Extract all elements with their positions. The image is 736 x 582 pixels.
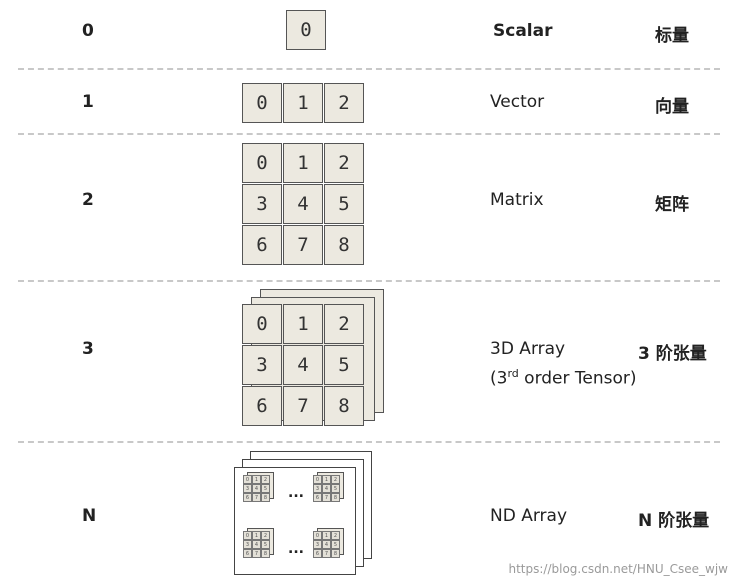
cn-scalar: 标量 <box>655 26 689 46</box>
tensor-cell: 3 <box>242 345 282 385</box>
name-scalar: Scalar <box>493 21 553 41</box>
nd-mini-cell: 5 <box>261 540 270 549</box>
matrix-cell: 8 <box>324 225 364 265</box>
nd-mini-cell: 0 <box>313 475 322 484</box>
scalar-cell: 0 <box>286 10 326 50</box>
matrix-cell: 5 <box>324 184 364 224</box>
nd-mini-cell: 6 <box>313 493 322 502</box>
nd-mini-cell: 1 <box>322 475 331 484</box>
nd-mini-cell: 6 <box>313 549 322 558</box>
matrix-cell: 3 <box>242 184 282 224</box>
nd-mini-cell: 5 <box>331 484 340 493</box>
nd-mini-cell: 7 <box>252 493 261 502</box>
rank-3: 3 <box>82 339 94 359</box>
nd-mini-cell: 2 <box>261 531 270 540</box>
matrix-cell: 4 <box>283 184 323 224</box>
ellipsis: ... <box>288 485 304 501</box>
rank-n: N <box>82 506 97 526</box>
nd-mini-cell: 4 <box>252 484 261 493</box>
cn-nd: N 阶张量 <box>638 511 710 531</box>
nd-mini-cell: 2 <box>331 475 340 484</box>
cn-matrix: 矩阵 <box>655 195 689 215</box>
name-nd-array: ND Array <box>490 506 567 526</box>
nd-mini-cell: 7 <box>252 549 261 558</box>
nd-mini-cell: 1 <box>252 531 261 540</box>
tensor-cell: 0 <box>242 304 282 344</box>
matrix-cell: 1 <box>283 143 323 183</box>
nd-mini-cell: 5 <box>331 540 340 549</box>
vector-cell: 0 <box>242 83 282 123</box>
name-vector: Vector <box>490 92 545 112</box>
matrix-cell: 0 <box>242 143 282 183</box>
nd-mini-cell: 7 <box>322 549 331 558</box>
tensor-cell: 5 <box>324 345 364 385</box>
rank-0: 0 <box>82 21 94 41</box>
nd-mini-cell: 3 <box>313 540 322 549</box>
vector-cell: 1 <box>283 83 323 123</box>
nd-mini-cell: 1 <box>322 531 331 540</box>
nd-mini-cell: 7 <box>322 493 331 502</box>
row-divider <box>18 133 720 135</box>
cn-3d: 3 阶张量 <box>638 344 707 364</box>
nd-mini-cell: 2 <box>261 475 270 484</box>
tensor-cell: 6 <box>242 386 282 426</box>
tensor-cell: 2 <box>324 304 364 344</box>
name-matrix: Matrix <box>490 190 544 210</box>
tensor-cell: 1 <box>283 304 323 344</box>
watermark: https://blog.csdn.net/HNU_Csee_wjw <box>508 562 728 576</box>
rank-2: 2 <box>82 190 94 210</box>
name-3d-array: 3D Array <box>490 339 566 359</box>
nd-mini-cell: 3 <box>243 540 252 549</box>
nd-mini-cell: 8 <box>261 493 270 502</box>
nd-mini-cell: 4 <box>252 540 261 549</box>
tensor-cell: 8 <box>324 386 364 426</box>
nd-mini-cell: 8 <box>331 493 340 502</box>
nd-mini-cell: 3 <box>313 484 322 493</box>
nd-mini-cell: 6 <box>243 493 252 502</box>
nd-mini-cell: 5 <box>261 484 270 493</box>
nd-mini-cell: 3 <box>243 484 252 493</box>
row-divider <box>18 68 720 70</box>
matrix-cell: 6 <box>242 225 282 265</box>
nd-mini-cell: 4 <box>322 540 331 549</box>
matrix-cell: 7 <box>283 225 323 265</box>
ellipsis: ... <box>288 541 304 557</box>
row-divider <box>18 441 720 443</box>
nd-mini-cell: 0 <box>313 531 322 540</box>
nd-mini-cell: 2 <box>331 531 340 540</box>
nd-mini-cell: 8 <box>261 549 270 558</box>
rank-1: 1 <box>82 92 94 112</box>
vector-cell: 2 <box>324 83 364 123</box>
matrix-cell: 2 <box>324 143 364 183</box>
tensor-cell: 7 <box>283 386 323 426</box>
nd-mini-cell: 6 <box>243 549 252 558</box>
name-3rd-order-tensor: (3rd order Tensor) <box>490 367 637 389</box>
nd-mini-cell: 0 <box>243 531 252 540</box>
cn-vector: 向量 <box>655 97 689 117</box>
nd-mini-cell: 4 <box>322 484 331 493</box>
nd-mini-cell: 0 <box>243 475 252 484</box>
nd-mini-cell: 8 <box>331 549 340 558</box>
row-divider <box>18 280 720 282</box>
nd-mini-cell: 1 <box>252 475 261 484</box>
tensor-cell: 4 <box>283 345 323 385</box>
